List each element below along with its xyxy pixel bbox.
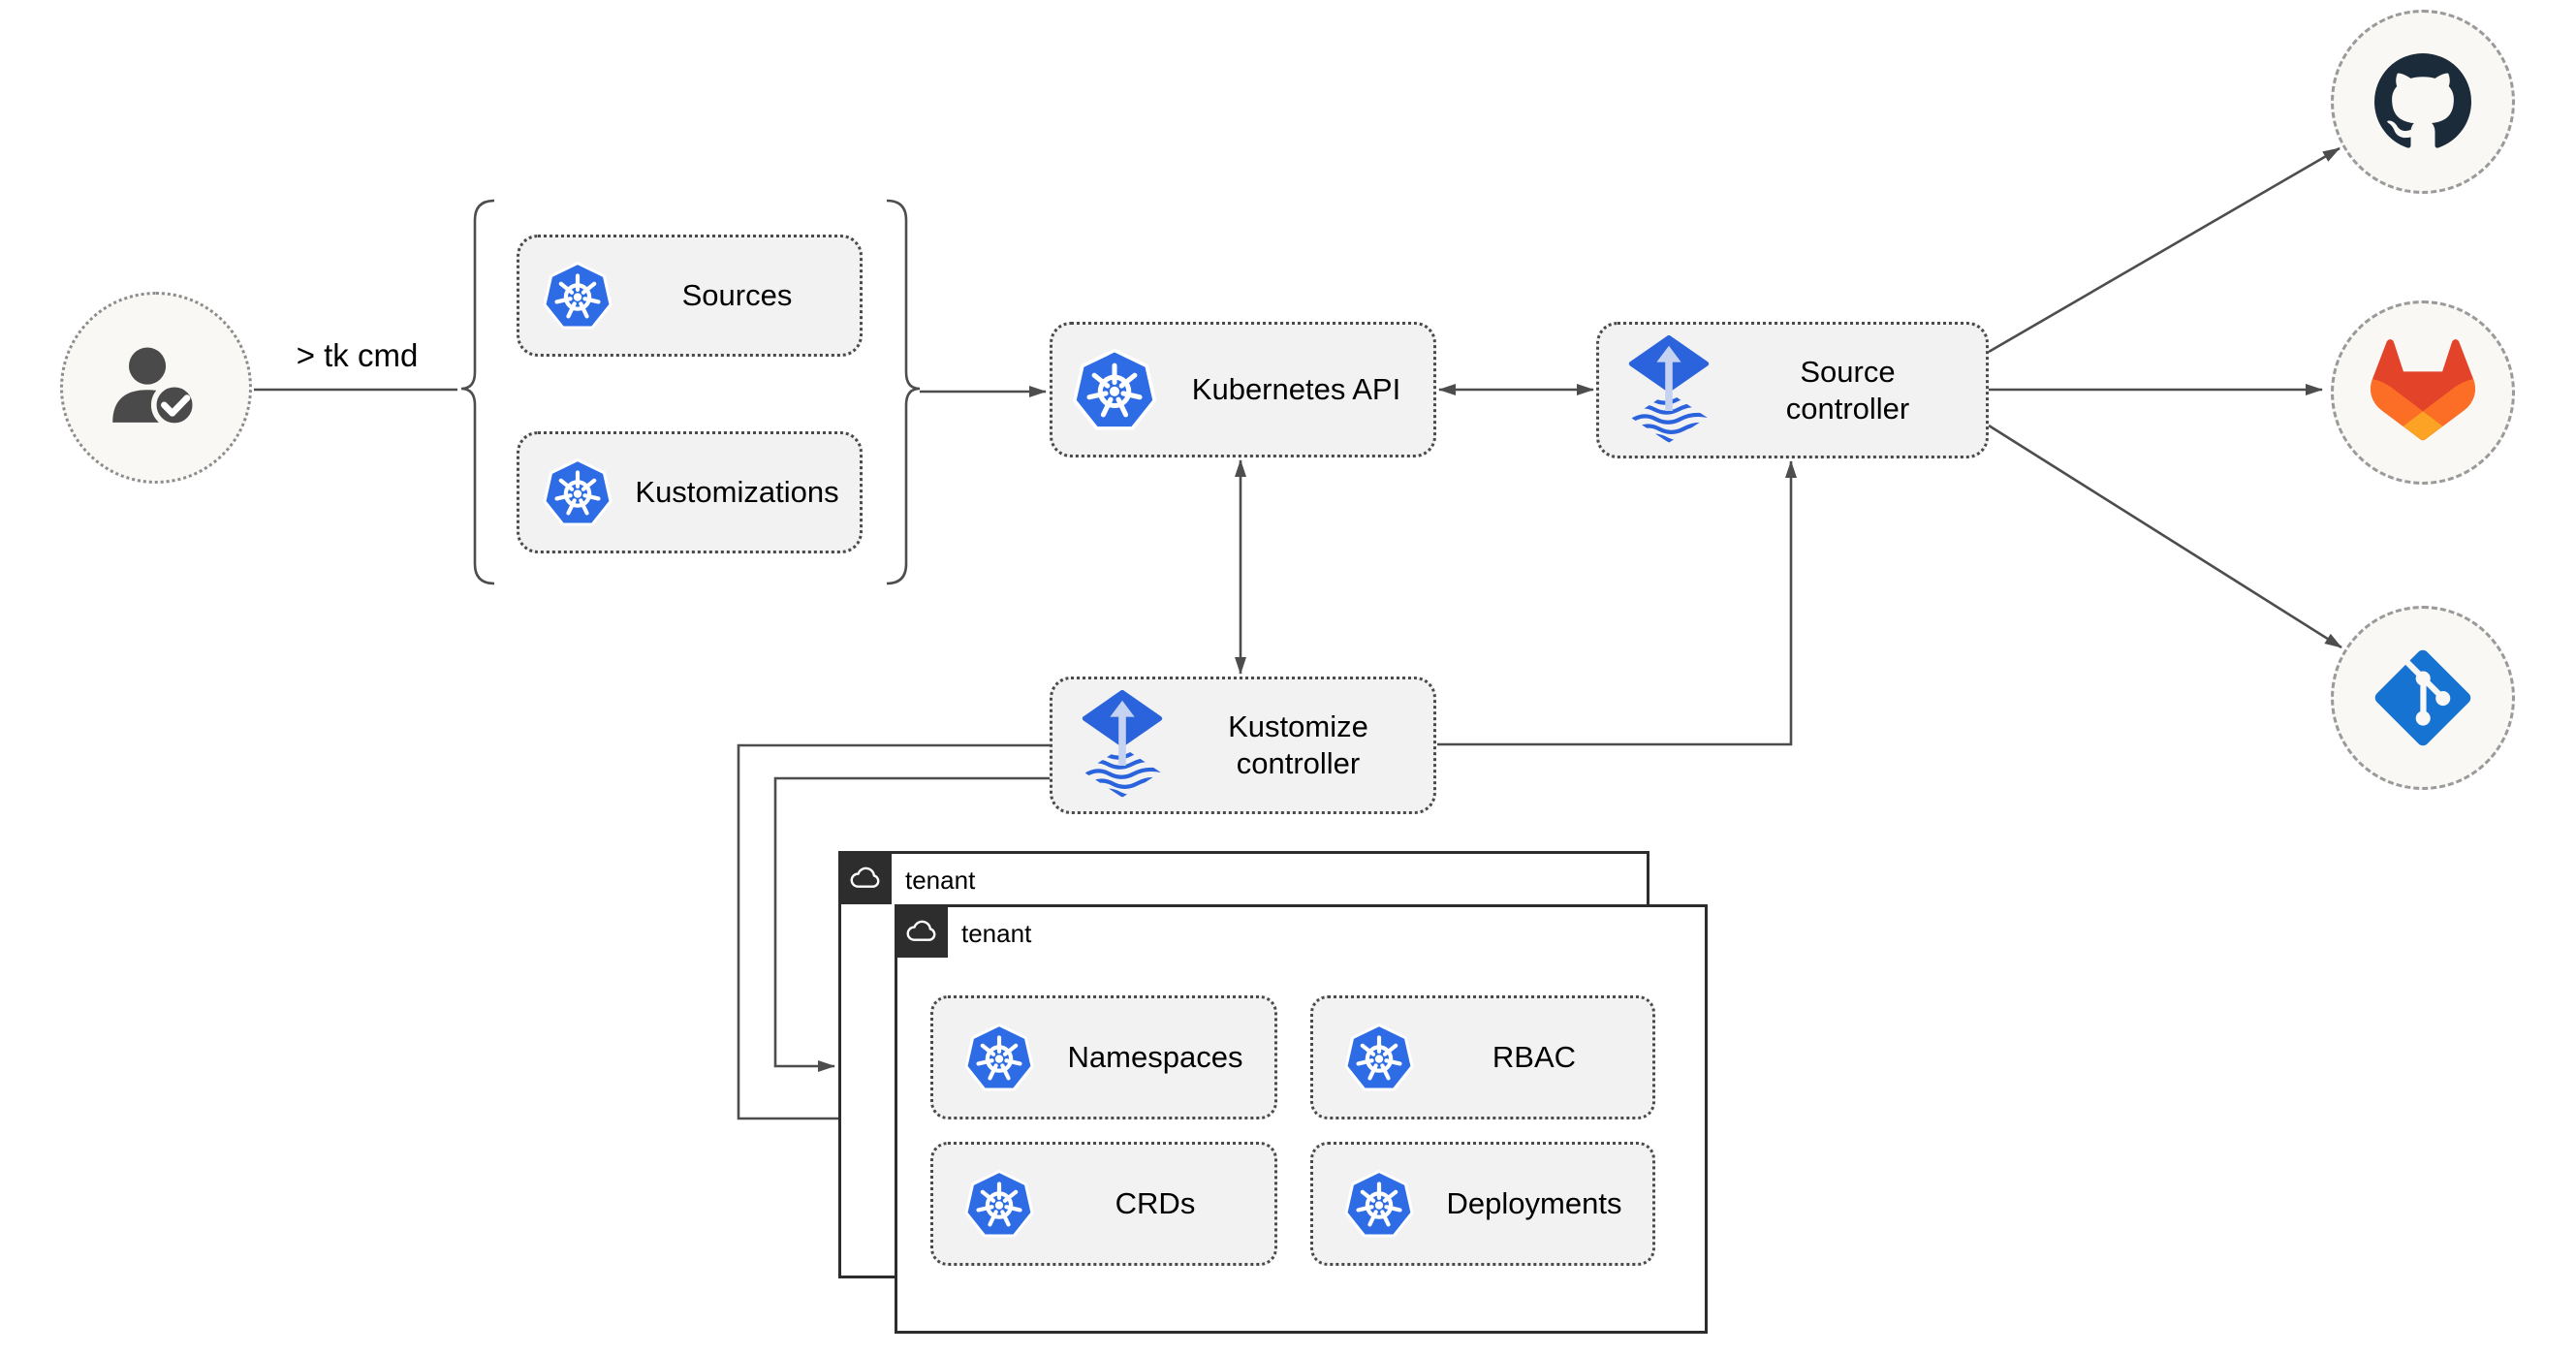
sources-node: Sources — [517, 235, 863, 357]
deployments-label: Deployments — [1446, 1186, 1622, 1220]
edge-source-to-github — [1988, 146, 2340, 354]
rbac-label: RBAC — [1492, 1040, 1577, 1074]
edge-source-to-git — [1988, 424, 2342, 649]
rbac-node: RBAC — [1310, 995, 1655, 1119]
tenant-label: tenant — [905, 866, 976, 895]
git-repository — [2331, 606, 2515, 790]
user-check-icon — [102, 333, 210, 442]
tenant-front: tenant Namespaces RBAC CRDs — [895, 904, 1708, 1334]
gitlab-repository — [2331, 300, 2515, 485]
kubernetes-api-node: Kubernetes API — [1050, 322, 1436, 457]
edge-kustomize-to-source-controller — [1437, 460, 1797, 746]
crds-label: CRDs — [1115, 1186, 1196, 1220]
gitlab-icon — [2366, 335, 2480, 450]
kubernetes-api-label: Kubernetes API — [1191, 372, 1401, 407]
kubernetes-icon — [1342, 1167, 1416, 1241]
deployments-node: Deployments — [1310, 1142, 1655, 1266]
sources-label: Sources — [681, 278, 793, 313]
source-controller-label: Source controller — [1785, 354, 1910, 425]
cli-command-label: > tk cmd — [296, 337, 419, 373]
kustomize-controller-node: Kustomize controller — [1050, 677, 1436, 814]
github-icon — [2365, 44, 2481, 160]
namespaces-node: Namespaces — [930, 995, 1277, 1119]
left-brace — [460, 199, 495, 585]
edge-kustomize-to-back-tenant — [773, 776, 1050, 1072]
source-controller-node: Source controller — [1596, 322, 1989, 458]
kustomizations-node: Kustomizations — [517, 431, 863, 553]
kubernetes-icon — [962, 1021, 1036, 1094]
tenant-header — [895, 904, 948, 958]
kubernetes-icon — [962, 1167, 1036, 1241]
kubernetes-icon — [541, 259, 614, 332]
kubernetes-icon — [1070, 345, 1159, 434]
cloud-icon — [847, 860, 884, 897]
right-brace — [886, 199, 921, 585]
kustomizations-label: Kustomizations — [635, 475, 839, 510]
tenant-label: tenant — [961, 919, 1032, 948]
cloud-icon — [903, 913, 940, 950]
kubernetes-icon — [541, 456, 614, 529]
crds-node: CRDs — [930, 1142, 1277, 1266]
edge-kustomize-to-front-tenant — [737, 743, 1050, 1124]
namespaces-label: Namespaces — [1067, 1040, 1243, 1074]
github-repository — [2331, 10, 2515, 194]
kubernetes-icon — [1342, 1021, 1416, 1094]
flux-icon — [1628, 334, 1710, 446]
kustomize-controller-label: Kustomize controller — [1228, 709, 1368, 780]
flux-icon — [1082, 690, 1163, 801]
user-avatar — [60, 292, 252, 484]
git-icon — [2372, 647, 2473, 748]
tenant-header — [838, 851, 892, 904]
